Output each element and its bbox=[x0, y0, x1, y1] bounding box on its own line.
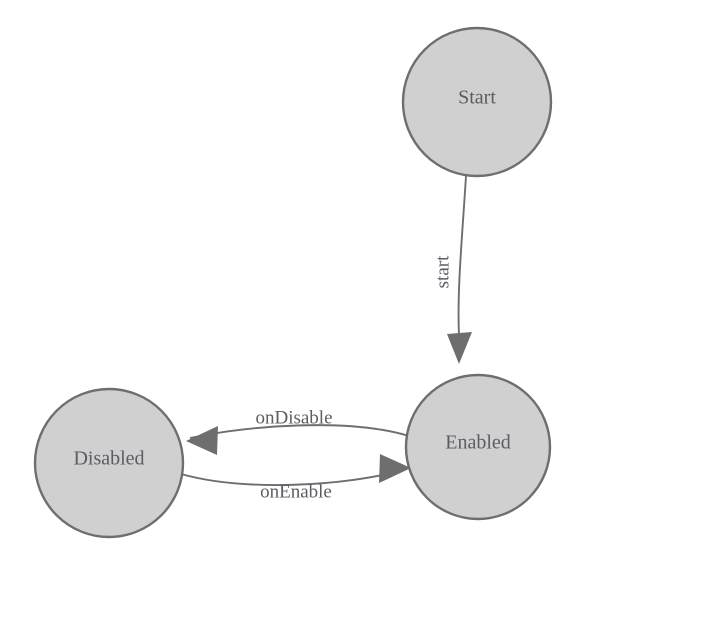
node-start-circle bbox=[401, 26, 553, 178]
node-start-label: Start bbox=[458, 87, 496, 109]
edge-label-on-disable: onDisable bbox=[255, 407, 332, 428]
node-disabled-circle bbox=[33, 387, 185, 539]
node-start[interactable]: Start bbox=[401, 26, 553, 178]
node-enabled[interactable]: Enabled bbox=[404, 373, 552, 521]
edge-label-on-enable: onEnable bbox=[260, 481, 332, 502]
edge-start-to-enabled-arrowhead bbox=[447, 332, 472, 364]
edge-enabled-to-disabled[interactable] bbox=[186, 424, 410, 455]
edge-enabled-to-disabled-arrowhead bbox=[186, 426, 218, 455]
node-disabled[interactable]: Disabled bbox=[33, 387, 185, 539]
node-enabled-circle bbox=[404, 373, 552, 521]
edge-disabled-to-enabled-arrowhead bbox=[379, 454, 411, 483]
node-enabled-label: Enabled bbox=[445, 432, 511, 454]
node-disabled-label: Disabled bbox=[73, 448, 144, 470]
edge-label-start: start bbox=[432, 255, 453, 288]
edge-disabled-to-enabled[interactable] bbox=[180, 454, 411, 486]
edge-start-to-enabled[interactable] bbox=[447, 175, 472, 364]
edge-start-to-enabled-path bbox=[457, 175, 467, 337]
